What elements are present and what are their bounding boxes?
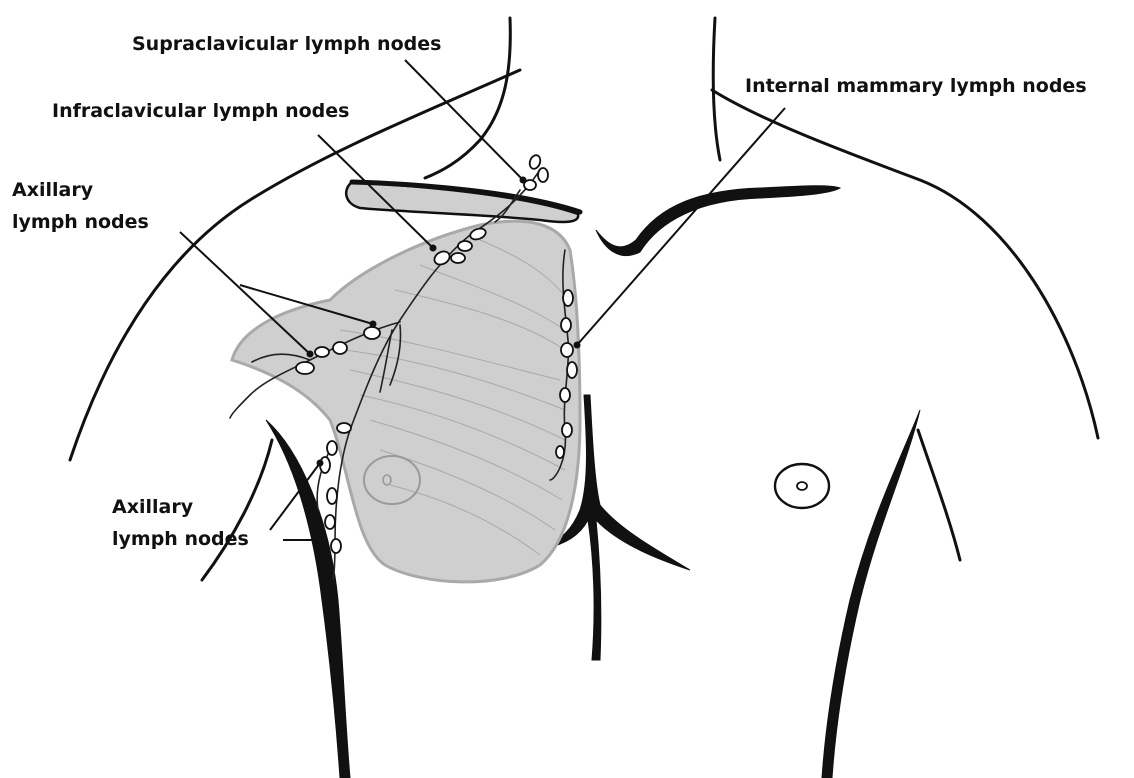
leader-dot <box>574 342 581 349</box>
breast-shape <box>232 221 580 582</box>
lymph-node <box>563 290 573 306</box>
leader-dot <box>307 351 314 358</box>
right-arm-line <box>918 430 960 560</box>
lymph-node <box>562 423 572 437</box>
leader-dot <box>430 245 437 252</box>
body-outline <box>70 18 1098 778</box>
lymph-node <box>528 154 542 171</box>
leader-axillary-upper-1 <box>180 232 310 354</box>
lymph-node <box>337 423 351 433</box>
label-infraclavicular: Infraclavicular lymph nodes <box>52 100 349 122</box>
leader-dot <box>520 177 527 184</box>
lymph-node <box>325 515 335 529</box>
leader-dot <box>370 321 377 328</box>
lymph-node <box>560 388 570 402</box>
lymph-node <box>561 343 573 357</box>
lymph-node <box>458 241 472 251</box>
leader-dot <box>315 537 322 544</box>
lymph-node <box>327 488 337 504</box>
lymph-node <box>364 327 380 339</box>
right-clavicle <box>596 186 840 256</box>
leader-dot <box>317 460 324 467</box>
left-arm-line <box>202 440 272 580</box>
lymph-node <box>315 347 329 357</box>
label-axillary-lower-line2: lymph nodes <box>112 528 249 550</box>
leader-internal-mammary <box>577 108 785 345</box>
lymph-node <box>451 253 465 263</box>
left-torso-side <box>266 420 350 778</box>
label-internal-mammary: Internal mammary lymph nodes <box>745 75 1087 97</box>
label-axillary-upper-line2: lymph nodes <box>12 211 149 233</box>
lymph-node <box>331 539 341 553</box>
lymph-node <box>561 318 571 332</box>
lymph-node <box>296 362 314 374</box>
lymph-node <box>556 446 564 458</box>
lymph-node <box>567 362 577 378</box>
lymph-node <box>538 168 548 182</box>
right-areola <box>775 464 829 508</box>
right-torso-side <box>822 410 920 778</box>
label-supraclavicular: Supraclavicular lymph nodes <box>132 33 441 55</box>
lymph-node <box>333 342 347 354</box>
label-axillary-upper-line1: Axillary <box>12 179 94 201</box>
label-axillary-lower-line1: Axillary <box>112 496 194 518</box>
breast-region <box>232 221 580 582</box>
right-nipple <box>797 482 807 490</box>
right-shoulder-line <box>712 90 1098 438</box>
neck-right-line <box>713 18 720 160</box>
lymph-node <box>327 441 337 455</box>
